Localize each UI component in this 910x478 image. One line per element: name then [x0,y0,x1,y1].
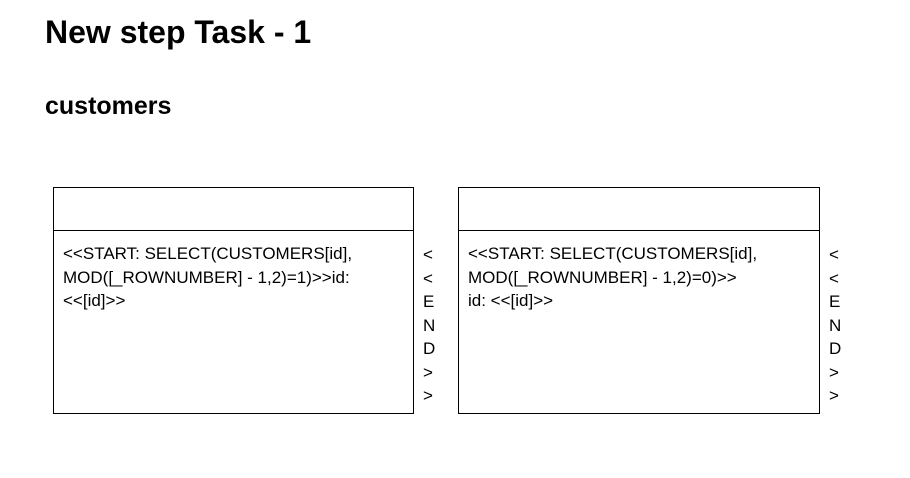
table-header-cell[interactable] [53,187,414,231]
template-table-even: <<START: SELECT(CUSTOMERS[id], MOD([_ROW… [458,187,820,414]
end-marker-char: E [423,292,435,311]
table-body-cell[interactable]: <<START: SELECT(CUSTOMERS[id], MOD([_ROW… [458,230,820,414]
end-marker-char: < [829,245,839,264]
end-marker-char: > [829,386,839,405]
end-marker-char: > [423,386,433,405]
template-expression-text: <<START: SELECT(CUSTOMERS[id], MOD([_ROW… [63,244,353,310]
end-marker-char: > [829,362,839,382]
end-marker: < < E N D > > [829,243,845,408]
template-expression-text: <<START: SELECT(CUSTOMERS[id], MOD([_ROW… [468,244,758,310]
end-marker-char: N [829,315,842,335]
end-marker-char: > [423,362,433,382]
end-marker-char: < [829,268,839,288]
end-marker: < < E N D > > [423,243,439,408]
end-marker-char: < [423,245,433,264]
section-heading: customers [45,92,172,120]
end-marker-char: < [423,268,433,288]
table-header-text [459,188,819,199]
end-marker-char: E [829,292,841,311]
table-header-cell[interactable] [458,187,820,231]
end-marker-char: N [423,315,436,335]
table-body-cell[interactable]: <<START: SELECT(CUSTOMERS[id], MOD([_ROW… [53,230,414,414]
page-title: New step Task - 1 [45,14,312,50]
end-marker-char: D [829,339,842,358]
end-marker-char: D [423,339,436,358]
table-header-text [54,188,413,199]
template-table-odd: <<START: SELECT(CUSTOMERS[id], MOD([_ROW… [53,187,414,414]
